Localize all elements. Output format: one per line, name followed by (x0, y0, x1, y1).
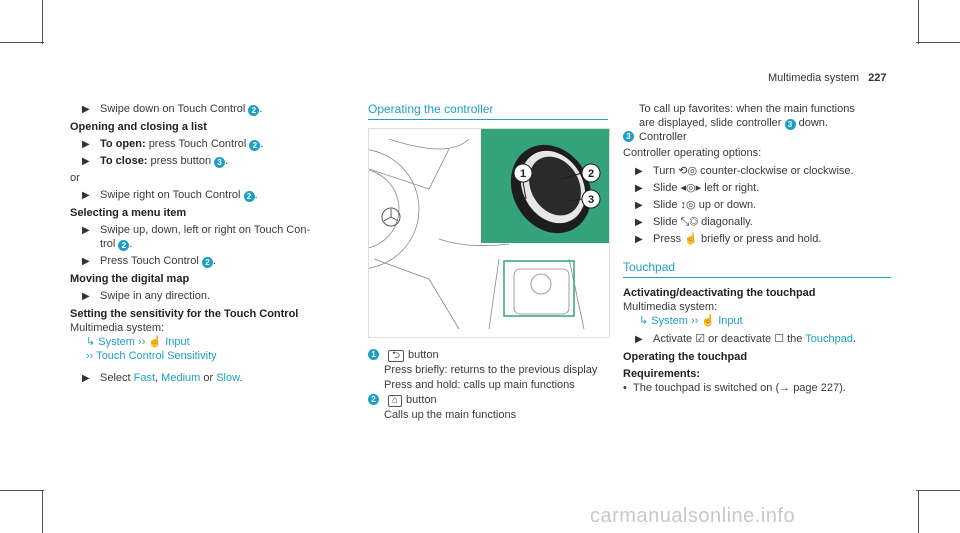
heading-operate: Operating the touchpad (623, 351, 748, 363)
checkbox-checked-icon: ☑ (695, 333, 706, 345)
step-arrow-icon: ▶ (635, 166, 643, 177)
marker-badge: 2 (248, 105, 260, 116)
instruction-step: ▶To open: press Touch Control 2. (82, 138, 264, 151)
crop-mark (916, 42, 960, 43)
step-arrow-icon: ▶ (82, 104, 90, 115)
controller-closeup: 1 2 3 (510, 144, 601, 234)
crop-mark (42, 0, 43, 44)
legend-text: Press and hold: calls up main functions (384, 379, 575, 391)
favorites-text: To call up favorites: when the main func… (639, 103, 855, 130)
instruction-step: ▶Select Fast, Medium or Slow. (82, 372, 243, 384)
instruction-step: ▶To close: press button 3. (82, 155, 229, 168)
option-slide-ud: ▶Slide ↕◎ up or down. (635, 199, 757, 211)
slide-lr-icon: ◂◎▸ (680, 182, 702, 194)
heading-sensitivity: Setting the sensitivity for the Touch Co… (70, 308, 299, 320)
back-arrow-icon: ⮌ (388, 350, 405, 362)
instruction-step: ▶Press Touch Control 2. (82, 255, 216, 268)
option-press: ▶Press ☝ briefly or press and hold. (635, 233, 822, 245)
heading-select: Selecting a menu item (70, 207, 187, 219)
instruction-step: ▶Swipe down on Touch Control 2. (82, 103, 263, 116)
page-number: 227 (868, 72, 887, 84)
press-icon: ☝ (684, 233, 698, 245)
instruction-step: ▶Activate ☑ or deactivate ☐ the Touchpad… (635, 333, 857, 345)
watermark: carmanualsonline.info (590, 505, 796, 527)
step-arrow-icon: ▶ (82, 256, 90, 267)
step-arrow-icon: ▶ (82, 291, 90, 302)
option-slide-diag: ▶Slide ⤡◎ diagonally. (635, 216, 753, 228)
heading-activate: Activating/deactivating the touchpad (623, 287, 816, 299)
step-arrow-icon: ▶ (82, 156, 90, 167)
slide-ud-icon: ↕◎ (680, 199, 696, 211)
crop-mark (918, 0, 919, 44)
step-arrow-icon: ▶ (82, 373, 90, 384)
marker-1: 1 (520, 168, 526, 180)
crop-mark (0, 490, 44, 491)
instruction-step: ▶Swipe right on Touch Control 2. (82, 189, 258, 202)
column-left: ▶Swipe down on Touch Control 2. Opening … (70, 102, 352, 388)
section-title-touchpad: Touchpad (623, 260, 891, 278)
step-arrow-icon: ▶ (82, 225, 90, 236)
column-right: To call up favorites: when the main func… (623, 102, 891, 395)
instruction-step: ▶Swipe up, down, left or right on Touch … (82, 224, 311, 251)
option-turn: ▶Turn ⟲◎ counter-clockwise or clockwise. (635, 165, 854, 177)
legend-text: Press briefly: returns to the previous d… (384, 364, 598, 376)
menu-path: ›› Touch Control Sensitivity (86, 350, 217, 362)
requirements-label: Requirements: (623, 368, 701, 380)
rotate-icon: ⟲◎ (678, 165, 698, 177)
options-label: Controller operating options: (623, 147, 762, 159)
legend-text: Calls up the main functions (384, 409, 517, 421)
input-icon: ☝ (148, 336, 163, 348)
menu-path-label: Multimedia system: (70, 322, 165, 334)
requirement-item: The touchpad is switched on (→ page 227)… (623, 381, 891, 395)
heading-open-close: Opening and closing a list (70, 121, 207, 133)
home-icon: ⌂ (388, 395, 403, 407)
step-arrow-icon: ▶ (82, 139, 90, 150)
checkbox-empty-icon: ☐ (774, 333, 785, 345)
heading-move-map: Moving the digital map (70, 273, 190, 285)
step-arrow-icon: ▶ (82, 190, 90, 201)
section-title-controller: Operating the controller (368, 102, 608, 120)
page-header: Multimedia system 227 (768, 72, 887, 84)
column-middle: Operating the controller (298, 102, 610, 423)
crop-mark (916, 490, 960, 491)
controller-illustration: 1 2 3 (298, 128, 610, 338)
marker-3: 3 (588, 194, 594, 206)
crop-mark (42, 490, 43, 533)
step-arrow-icon: ▶ (635, 217, 643, 228)
step-arrow-icon: ▶ (635, 183, 643, 194)
step-arrow-icon: ▶ (635, 334, 643, 345)
controller-inset: 1 2 3 (481, 129, 609, 243)
menu-path: ↳ System ›› ☝ Input (86, 336, 190, 348)
legend-item-2: 2⌂button (368, 393, 608, 407)
marker-2: 2 (588, 168, 594, 180)
legend-item-1: 1⮌button (368, 348, 608, 362)
option-slide-lr: ▶Slide ◂◎▸ left or right. (635, 182, 760, 194)
menu-path-label: Multimedia system: (623, 301, 718, 313)
legend: 1⮌button Press briefly: returns to the p… (368, 348, 608, 422)
menu-path: ↳ System ›› ☝ Input (639, 315, 743, 327)
crop-mark (0, 42, 44, 43)
or-text: or (70, 172, 80, 184)
step-arrow-icon: ▶ (635, 234, 643, 245)
crop-mark (918, 490, 919, 533)
slide-diagonal-icon: ⤡◎ (680, 216, 699, 228)
input-icon: ☝ (701, 315, 716, 327)
section-title: Multimedia system (768, 72, 860, 84)
step-arrow-icon: ▶ (635, 200, 643, 211)
instruction-step: ▶Swipe in any direction. (82, 290, 211, 302)
